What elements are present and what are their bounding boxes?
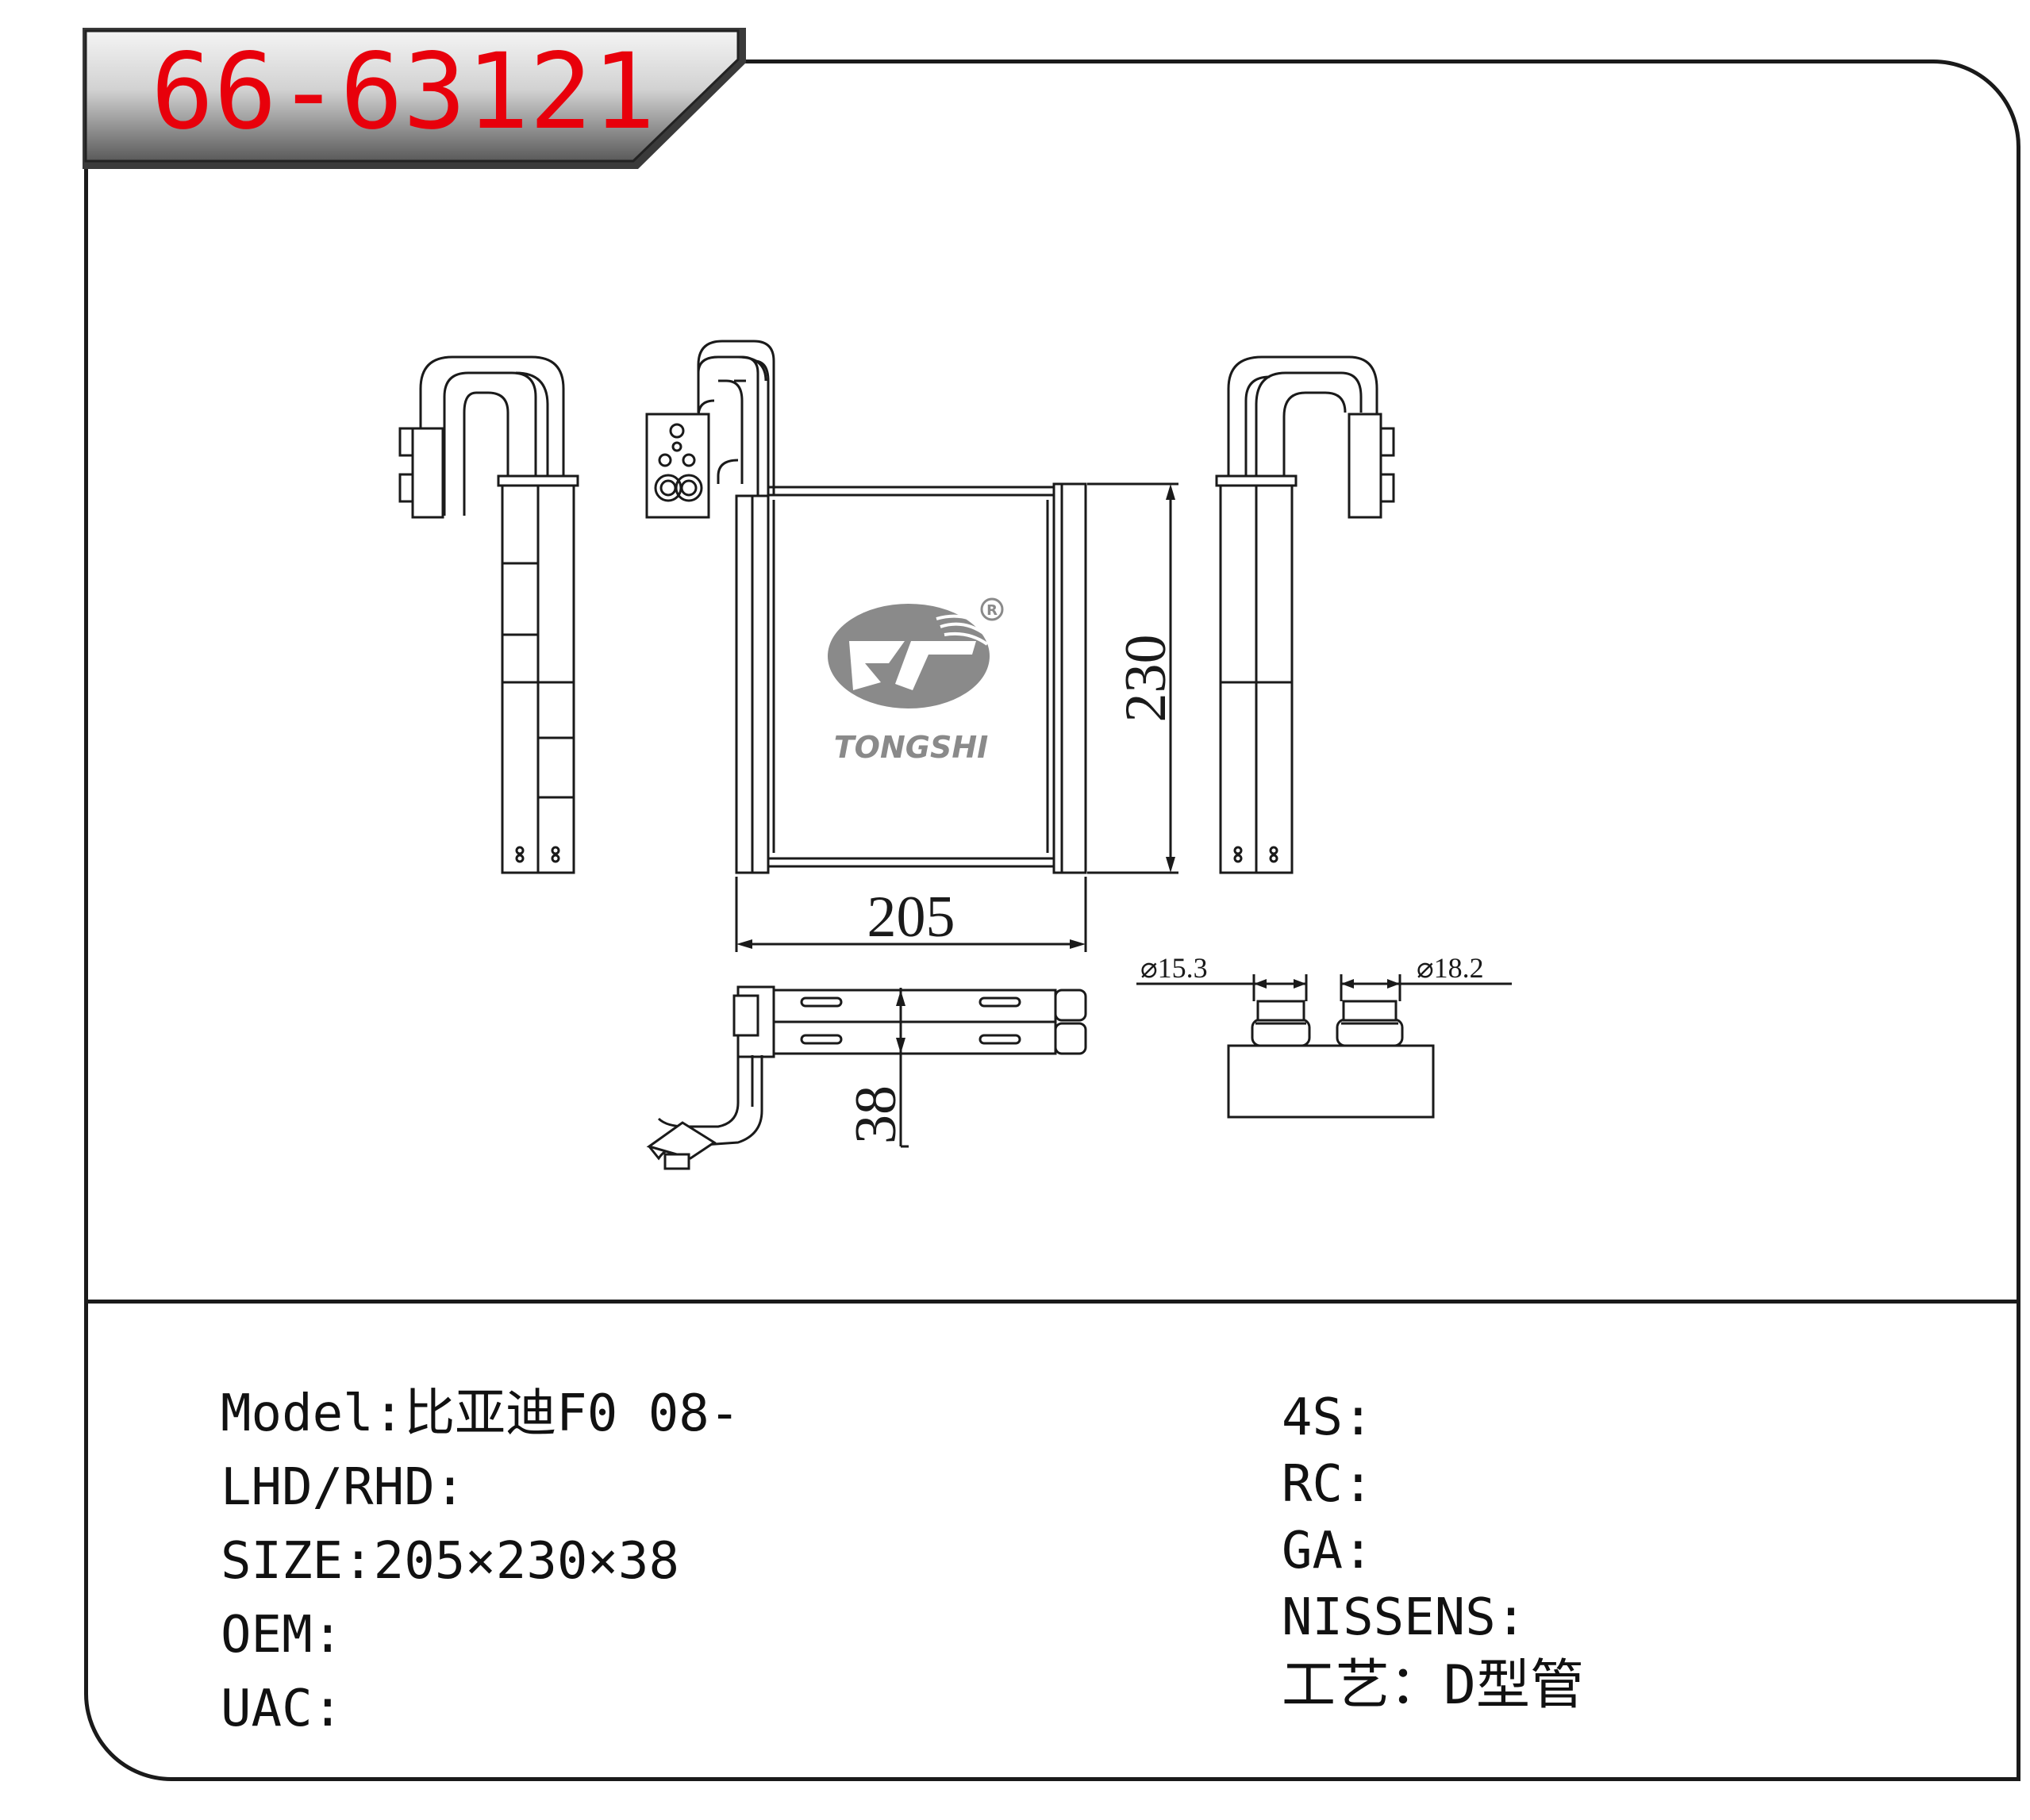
technical-drawing: R TONGSHI 230 205 [398,340,1512,1170]
spec-label: NISSENS: [1282,1588,1527,1647]
front-view: R TONGSHI 230 205 [645,340,1178,952]
spec-label: UAC: [221,1680,344,1738]
spec-uac: UAC: [221,1684,343,1734]
tongshi-logo: R TONGSHI [828,597,1004,765]
spec-value: D型管 [1444,1654,1584,1717]
spec-label: LHD/RHD: [221,1458,466,1517]
height-dimension: 230 [1113,635,1178,723]
spec-4s: 4S: [1282,1392,1374,1443]
flange-detail: ⌀15.3 ⌀18.2 [1136,952,1512,1119]
spec-lhd-rhd: LHD/RHD: [221,1462,465,1513]
spec-label: SIZE: [221,1532,374,1591]
spec-model: Model:比亚迪F0 08- [221,1388,740,1439]
pipe-large-dimension: ⌀18.2 [1417,952,1484,984]
spec-label: 工艺： [1282,1654,1444,1717]
width-dimension: 205 [867,885,955,950]
spec-process: 工艺：D型管 [1282,1659,1584,1713]
section-divider [86,1300,2019,1304]
part-number: 66-63121 [151,31,656,153]
spec-ga: GA: [1282,1526,1374,1576]
spec-label: GA: [1282,1522,1374,1580]
spec-size: SIZE:205×230×38 [221,1536,679,1587]
right-side-view [1215,355,1395,874]
spec-value: 205×230×38 [373,1532,679,1591]
spec-rc: RC: [1282,1459,1374,1510]
registered-mark: R [986,602,998,619]
spec-label: RC: [1282,1455,1374,1514]
spec-label: 4S: [1282,1388,1374,1447]
spec-value: 比亚迪F0 08- [404,1384,740,1443]
depth-dimension: 38 [844,1085,909,1144]
spec-oem: OEM: [221,1610,343,1661]
part-number-tag [83,28,746,169]
spec-label: OEM: [221,1606,344,1664]
logo-text: TONGSHI [834,730,989,765]
top-view: 38 [646,985,1087,1170]
spec-nissens: NISSENS: [1282,1592,1526,1643]
drawing-frame [84,60,2020,1781]
left-side-view [398,355,579,874]
pipe-small-dimension: ⌀15.3 [1140,952,1208,984]
spec-label: Model: [221,1384,405,1443]
